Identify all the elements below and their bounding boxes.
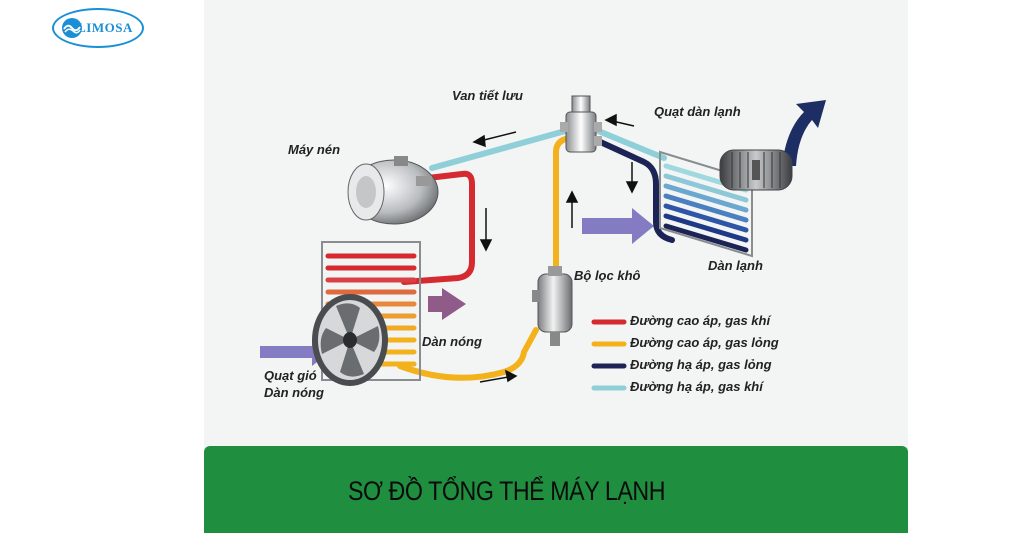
banner-title: SƠ ĐỒ TỔNG THỂ MÁY LẠNH	[348, 476, 666, 506]
legend-label: Đường cao áp, gas lỏng	[630, 335, 779, 350]
refrigeration-diagram	[260, 95, 826, 391]
flow-arrows	[472, 113, 639, 383]
filter-drier	[532, 266, 573, 346]
label-evaporator: Dàn lạnh	[708, 258, 763, 273]
pipe-low-pressure-gas-evap	[593, 127, 667, 161]
limosa-logo: LIMOSA	[52, 8, 144, 48]
compressor	[347, 156, 439, 225]
legend-swatches	[591, 319, 627, 391]
pipe-low-pressure-gas	[429, 125, 579, 171]
label-condenser-fan-2: Dàn nóng	[264, 385, 324, 400]
label-filter-drier: Bộ lọc khô	[574, 268, 641, 283]
evaporator-blower	[719, 149, 793, 191]
label-compressor: Máy nén	[288, 142, 341, 157]
label-evaporator-fan: Quạt dàn lạnh	[654, 104, 741, 119]
legend-label: Đường hạ áp, gas khí	[630, 379, 763, 394]
wave-icon	[62, 18, 82, 38]
evaporator-coil	[659, 150, 753, 258]
legend-label: Đường hạ áp, gas lỏng	[630, 357, 772, 372]
title-banner: SƠ ĐỒ TỔNG THỂ MÁY LẠNH	[204, 446, 908, 533]
label-condenser: Dàn nóng	[422, 334, 482, 349]
logo-text: LIMOSA	[77, 20, 133, 35]
pipe-high-pressure-liquid	[397, 327, 539, 381]
label-condenser-fan-1: Quạt gió	[264, 368, 317, 383]
label-valve: Van tiết lưu	[452, 88, 523, 103]
legend-label: Đường cao áp, gas khí	[630, 313, 771, 328]
air-arrow-condenser-out	[428, 288, 466, 320]
condenser-fan	[312, 294, 388, 386]
air-arrow-evaporator-in	[582, 208, 654, 244]
pipe-high-pressure-liquid-up	[553, 135, 573, 275]
blower-outflow-arrow	[782, 100, 826, 166]
expansion-valve	[560, 95, 602, 153]
pipe-low-pressure-liquid	[593, 137, 675, 243]
pipe-high-pressure-gas	[401, 170, 475, 285]
diagram-area: Van tiết lưu Quạt dàn lạnh Máy nén Dàn l…	[204, 0, 908, 450]
